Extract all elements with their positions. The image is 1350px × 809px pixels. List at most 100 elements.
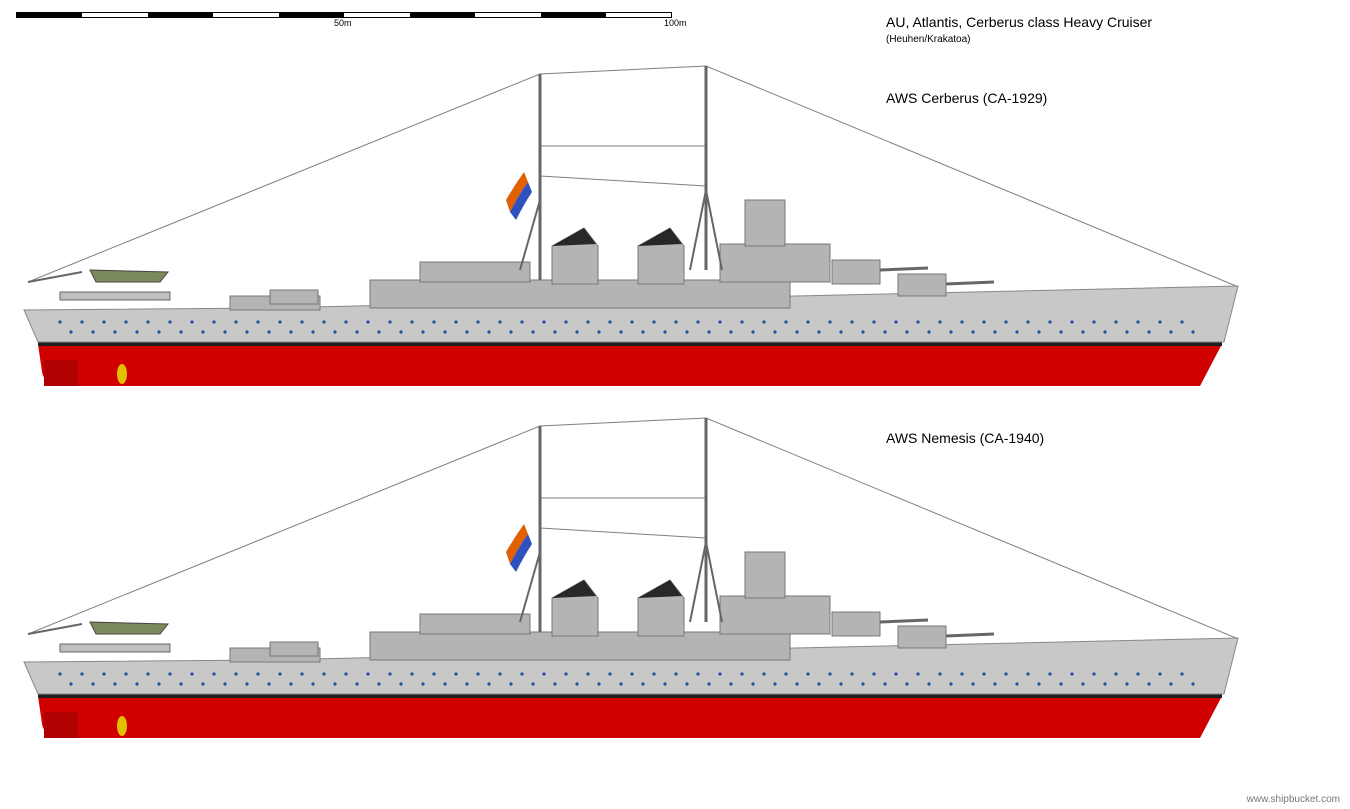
porthole (465, 330, 469, 334)
porthole (751, 330, 755, 334)
boot-top (38, 342, 1222, 346)
porthole (421, 330, 425, 334)
porthole (883, 330, 887, 334)
porthole (575, 330, 579, 334)
porthole (993, 330, 997, 334)
mast-strut (519, 551, 541, 623)
porthole (69, 682, 73, 686)
porthole (388, 320, 392, 324)
porthole (597, 330, 601, 334)
lower-hull (38, 696, 1222, 738)
porthole (190, 672, 194, 676)
porthole (663, 330, 667, 334)
porthole (1158, 320, 1162, 324)
forward-turret-b (831, 611, 881, 637)
page-title: AU, Atlantis, Cerberus class Heavy Cruis… (886, 14, 1153, 30)
porthole (608, 672, 612, 676)
porthole (256, 672, 260, 676)
porthole (564, 320, 568, 324)
porthole (1048, 320, 1052, 324)
porthole (729, 682, 733, 686)
scale-label-mid: 50m (334, 18, 352, 28)
porthole (212, 320, 216, 324)
porthole (289, 682, 293, 686)
porthole (795, 330, 799, 334)
fore-funnel-cap (638, 228, 682, 246)
ship-name-2: AWS Nemesis (CA-1940) (886, 430, 1045, 446)
porthole (1147, 682, 1151, 686)
porthole (784, 672, 788, 676)
porthole (1070, 320, 1074, 324)
porthole (806, 672, 810, 676)
porthole (1015, 682, 1019, 686)
porthole (267, 330, 271, 334)
rigging-line (27, 417, 1237, 639)
porthole (157, 682, 161, 686)
porthole (619, 330, 623, 334)
porthole (872, 672, 876, 676)
porthole (1103, 682, 1107, 686)
porthole (575, 682, 579, 686)
porthole (740, 672, 744, 676)
scale-label-end: 100m (664, 18, 687, 28)
seaplane (89, 269, 170, 283)
porthole (135, 682, 139, 686)
porthole (729, 330, 733, 334)
porthole (652, 672, 656, 676)
porthole (168, 320, 172, 324)
porthole (718, 672, 722, 676)
porthole (971, 682, 975, 686)
porthole (1059, 330, 1063, 334)
porthole (421, 682, 425, 686)
porthole (1037, 330, 1041, 334)
scale-bar (16, 12, 672, 18)
porthole (256, 320, 260, 324)
porthole (905, 682, 909, 686)
porthole (454, 320, 458, 324)
porthole (1092, 672, 1096, 676)
gun-barrel (879, 618, 929, 624)
porthole (685, 682, 689, 686)
porthole (1114, 672, 1118, 676)
porthole (102, 320, 106, 324)
porthole (509, 682, 513, 686)
scale-segment (279, 13, 344, 17)
porthole (762, 320, 766, 324)
crane (27, 271, 83, 283)
porthole (707, 682, 711, 686)
porthole (1092, 320, 1096, 324)
porthole (201, 330, 205, 334)
porthole (1191, 330, 1195, 334)
porthole (982, 672, 986, 676)
porthole (850, 320, 854, 324)
porthole (80, 320, 84, 324)
porthole (916, 672, 920, 676)
aft-deckhouse (419, 261, 531, 283)
porthole (322, 672, 326, 676)
porthole (388, 672, 392, 676)
porthole (696, 320, 700, 324)
boot-top (38, 694, 1222, 698)
porthole (773, 330, 777, 334)
porthole (839, 330, 843, 334)
aft-funnel-cap (552, 228, 596, 246)
porthole (366, 672, 370, 676)
porthole (311, 330, 315, 334)
forward-turret-a (897, 273, 947, 297)
porthole (102, 672, 106, 676)
porthole (1026, 320, 1030, 324)
porthole (113, 682, 117, 686)
rigging-line (539, 175, 707, 187)
porthole (586, 672, 590, 676)
porthole (410, 320, 414, 324)
porthole (311, 682, 315, 686)
porthole (135, 330, 139, 334)
porthole (146, 320, 150, 324)
forward-turret-b (831, 259, 881, 285)
porthole (366, 320, 370, 324)
porthole (289, 330, 293, 334)
porthole (916, 320, 920, 324)
upper-hull (23, 285, 1239, 343)
scale-segment (541, 13, 606, 17)
rudder (44, 360, 78, 386)
